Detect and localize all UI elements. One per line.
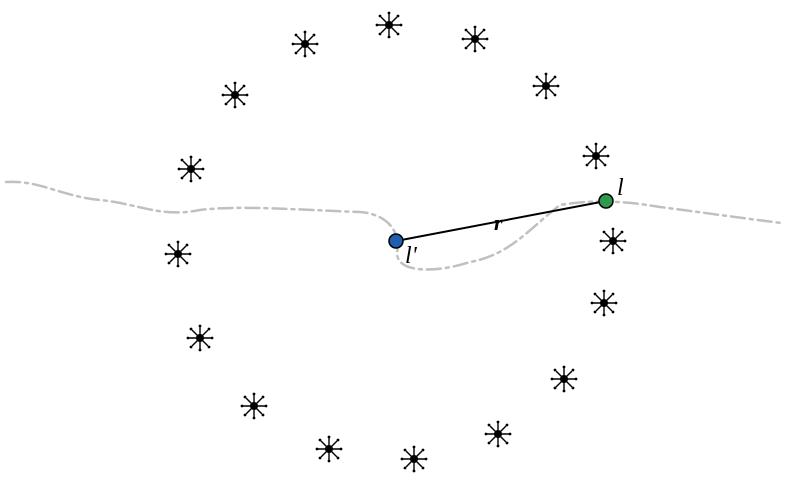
compass-star-icon — [239, 391, 269, 421]
compass-star-icon — [581, 141, 611, 171]
point-l — [598, 193, 614, 209]
compass-star-icon — [531, 71, 561, 101]
label-r: r — [494, 210, 503, 235]
dashed-trajectory-path — [4, 180, 784, 271]
compass-star-icon — [483, 419, 513, 449]
compass-star-icon — [549, 364, 579, 394]
compass-star-icon — [220, 80, 250, 110]
compass-star-icon — [163, 239, 193, 269]
label-l-prime: l' — [405, 243, 418, 269]
compass-star-icon — [598, 226, 628, 256]
segment-r — [395, 200, 607, 242]
compass-star-icon — [374, 10, 404, 40]
compass-star-icon — [460, 24, 490, 54]
compass-star-icon — [176, 154, 206, 184]
point-l-prime — [388, 233, 404, 249]
compass-star-icon — [589, 288, 619, 318]
compass-star-icon — [185, 323, 215, 353]
compass-star-icon — [290, 29, 320, 59]
label-l: l — [617, 175, 624, 201]
compass-star-icon — [314, 434, 344, 464]
compass-star-icon — [399, 444, 429, 474]
